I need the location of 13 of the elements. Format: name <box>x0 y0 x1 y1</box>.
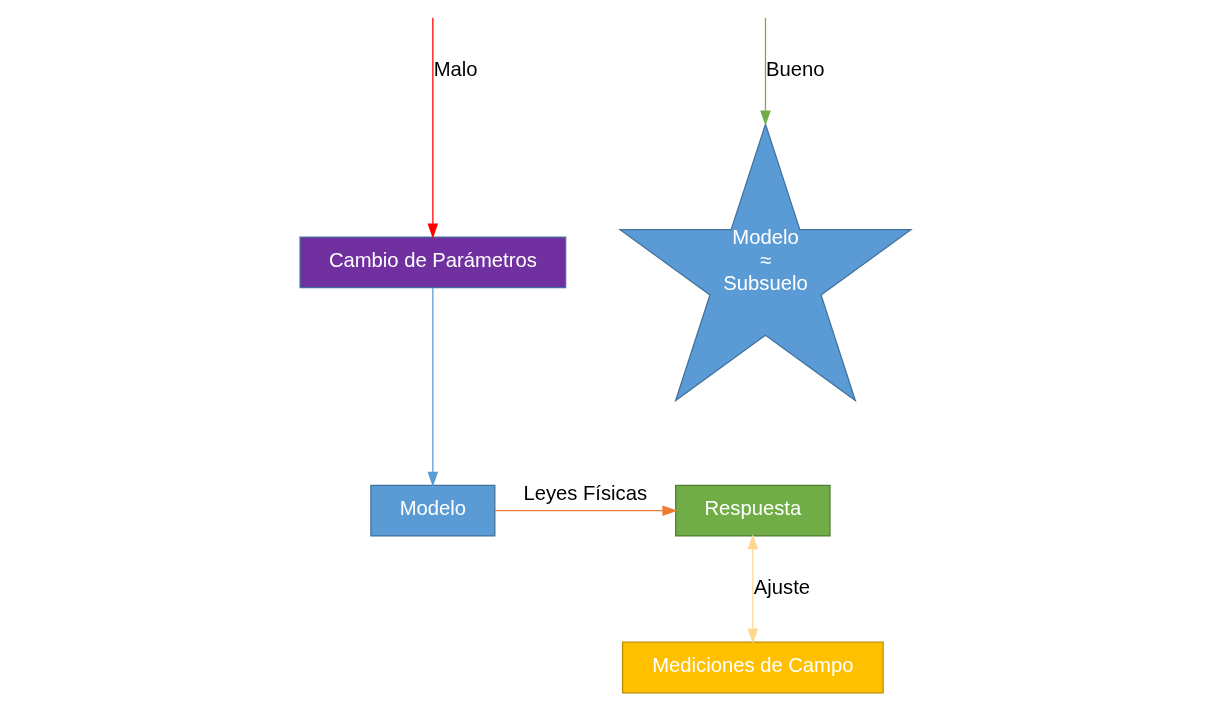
node-box: Respuesta <box>675 484 831 537</box>
edge-label: Bueno <box>765 57 825 80</box>
edge-label: Ajuste <box>753 575 811 598</box>
node-box: Cambio de Parámetros <box>299 236 567 289</box>
node-box: Modelo <box>370 484 496 537</box>
edge-label: Leyes Físicas <box>523 482 648 505</box>
arrow <box>427 17 439 239</box>
edge-label: Malo <box>433 57 478 80</box>
arrow <box>427 287 439 487</box>
node-box: Mediciones de Campo <box>621 641 884 694</box>
arrow <box>747 534 759 644</box>
arrow <box>494 505 678 516</box>
arrow <box>760 17 771 126</box>
